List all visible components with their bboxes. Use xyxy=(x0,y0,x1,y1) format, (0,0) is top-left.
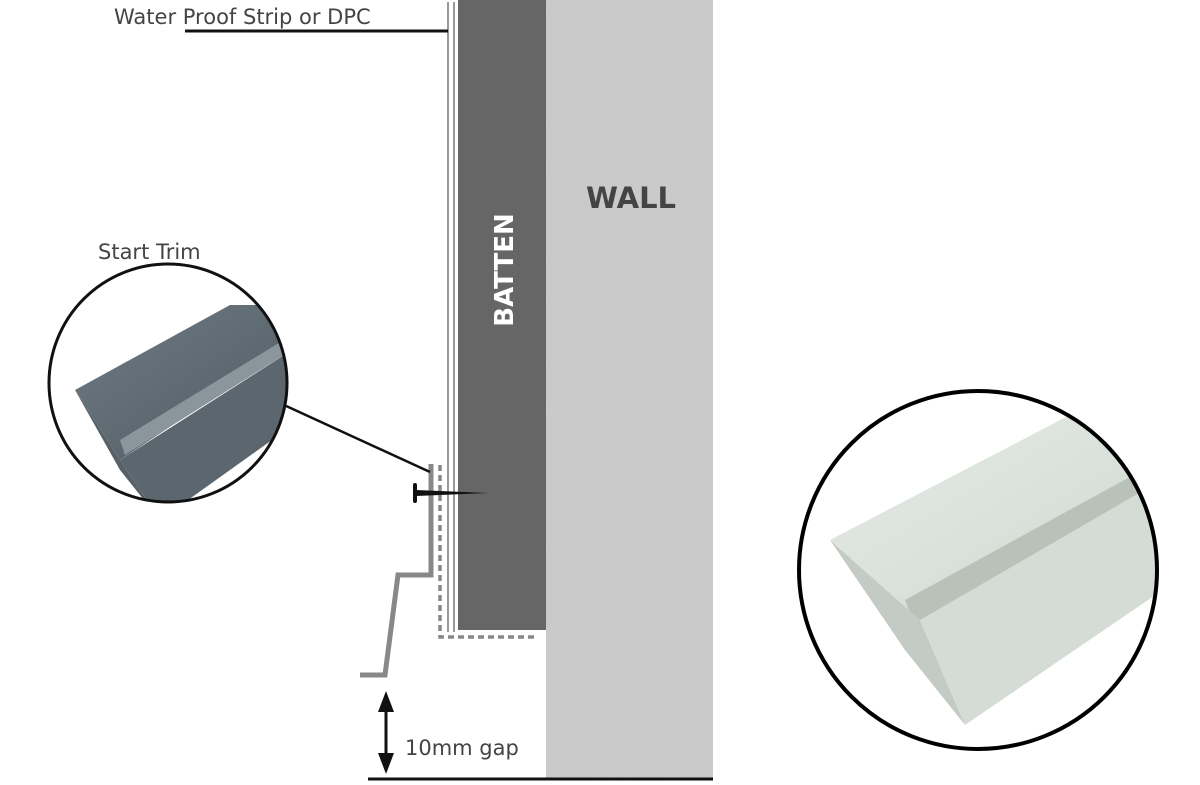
start-trim-dark-photo xyxy=(75,305,287,502)
start-trim-profile xyxy=(360,464,434,678)
dpc-label: Water Proof Strip or DPC xyxy=(114,5,371,29)
start-trim-light-circle xyxy=(797,389,1159,751)
wall xyxy=(546,0,713,780)
start-trim-light-photo xyxy=(830,415,1157,725)
nail-icon xyxy=(413,483,488,503)
batten-label: BATTEN xyxy=(490,213,520,327)
gap-label: 10mm gap xyxy=(405,736,519,760)
double-arrow-icon xyxy=(378,691,394,774)
dpc-strip xyxy=(447,2,455,632)
start-trim-label: Start Trim xyxy=(98,240,201,264)
cladding-dashed-outline xyxy=(438,465,535,639)
start-trim-zoom-circle xyxy=(47,262,289,504)
wall-label: WALL xyxy=(586,181,676,215)
batten xyxy=(458,0,546,630)
start-trim-leader-line xyxy=(283,403,431,474)
